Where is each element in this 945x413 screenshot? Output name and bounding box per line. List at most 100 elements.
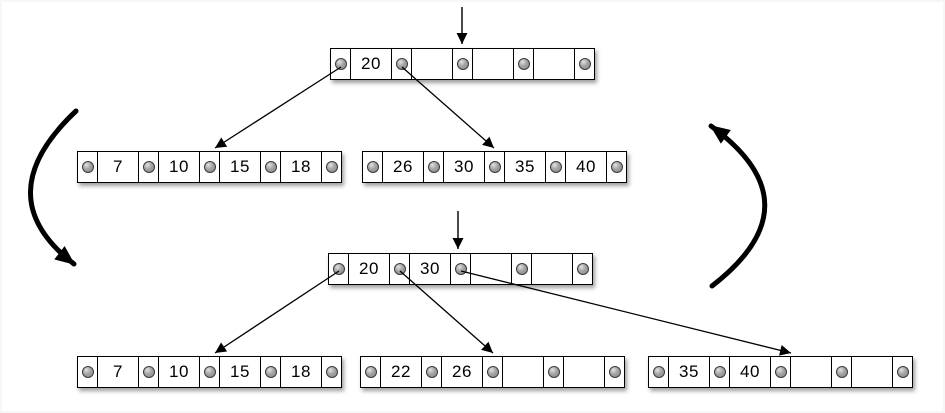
key-cell: 40 (566, 152, 607, 182)
pointer-icon (547, 366, 560, 378)
key-cell: 20 (351, 49, 392, 79)
pointer-cell (483, 357, 503, 387)
pointer-icon (835, 366, 848, 378)
key-cell: 18 (281, 152, 322, 182)
pointer-cell (390, 254, 410, 284)
pointer-cell (322, 152, 341, 182)
btree-node-bottom-root: 20 30 (328, 253, 593, 285)
key-cell (503, 357, 544, 387)
key-cell: 10 (159, 357, 200, 387)
key-cell: 30 (444, 152, 485, 182)
pointer-icon (325, 161, 338, 173)
pointer-icon (325, 366, 338, 378)
key-cell: 18 (281, 357, 322, 387)
pointer-icon (81, 161, 94, 173)
pointer-icon (610, 161, 623, 173)
key-cell (852, 357, 893, 387)
pointer-cell (331, 49, 351, 79)
key-cell: 26 (442, 357, 483, 387)
pointer-cell (422, 357, 442, 387)
pointer-icon (427, 161, 440, 173)
btree-node-bottom-right-child: 35 40 (648, 356, 913, 388)
btree-node-top-right-child: 26 30 35 40 (362, 151, 627, 183)
pointer-icon (576, 263, 589, 275)
key-cell: 10 (159, 152, 200, 182)
pointer-icon (896, 366, 909, 378)
pointer-icon (774, 366, 787, 378)
pointer-icon (486, 366, 499, 378)
btree-node-bottom-left-child: 7 10 15 18 (77, 356, 342, 388)
pointer-cell (78, 152, 98, 182)
key-cell (471, 254, 512, 284)
pointer-cell (361, 357, 381, 387)
pointer-arrow-bottom-root-to-left-icon (214, 270, 340, 354)
pointer-cell (649, 357, 669, 387)
pointer-icon (608, 366, 621, 378)
key-cell: 15 (220, 357, 261, 387)
pointer-cell (607, 152, 626, 182)
pointer-cell (771, 357, 791, 387)
pointer-cell (363, 152, 383, 182)
pointer-cell (453, 49, 473, 79)
pointer-cell (200, 357, 220, 387)
pointer-icon (81, 366, 94, 378)
key-cell (534, 49, 575, 79)
pointer-icon (652, 366, 665, 378)
pointer-icon (549, 161, 562, 173)
pointer-icon (264, 161, 277, 173)
pointer-cell (573, 254, 592, 284)
key-cell (473, 49, 514, 79)
key-cell: 35 (669, 357, 710, 387)
pointer-cell (514, 49, 534, 79)
key-cell: 35 (505, 152, 546, 182)
pointer-cell (261, 357, 281, 387)
key-cell (564, 357, 605, 387)
key-cell: 7 (98, 152, 139, 182)
pointer-cell (200, 152, 220, 182)
pointer-cell (544, 357, 564, 387)
pointer-icon (203, 161, 216, 173)
pointer-cell (139, 152, 159, 182)
pointer-cell (893, 357, 912, 387)
cycle-arrow-left-down-icon (28, 108, 79, 267)
pointer-cell (710, 357, 730, 387)
pointer-cell (605, 357, 624, 387)
pointer-icon (425, 366, 438, 378)
pointer-cell (485, 152, 505, 182)
pointer-icon (713, 366, 726, 378)
pointer-cell (392, 49, 412, 79)
pointer-cell (424, 152, 444, 182)
key-cell (791, 357, 832, 387)
pointer-icon (456, 58, 469, 70)
pointer-icon (364, 366, 377, 378)
pointer-arrow-top-root-to-left-icon (214, 66, 342, 149)
pointer-icon (264, 366, 277, 378)
key-cell: 20 (349, 254, 390, 284)
pointer-icon (142, 161, 155, 173)
pointer-cell (78, 357, 98, 387)
pointer-cell (261, 152, 281, 182)
pointer-icon (393, 263, 406, 275)
pointer-cell (832, 357, 852, 387)
pointer-cell (546, 152, 566, 182)
key-cell: 7 (98, 357, 139, 387)
key-cell: 22 (381, 357, 422, 387)
key-cell (412, 49, 453, 79)
pointer-icon (515, 263, 528, 275)
pointer-icon (578, 58, 591, 70)
pointer-cell (451, 254, 471, 284)
pointer-cell (322, 357, 341, 387)
pointer-cell (139, 357, 159, 387)
cycle-arrow-right-up-icon (708, 123, 768, 289)
pointer-icon (395, 58, 408, 70)
pointer-icon (488, 161, 501, 173)
pointer-icon (454, 263, 467, 275)
pointer-icon (334, 58, 347, 70)
key-cell (532, 254, 573, 284)
btree-node-top-root: 20 (330, 48, 595, 80)
pointer-icon (366, 161, 379, 173)
key-cell: 26 (383, 152, 424, 182)
pointer-icon (203, 366, 216, 378)
key-cell: 30 (410, 254, 451, 284)
